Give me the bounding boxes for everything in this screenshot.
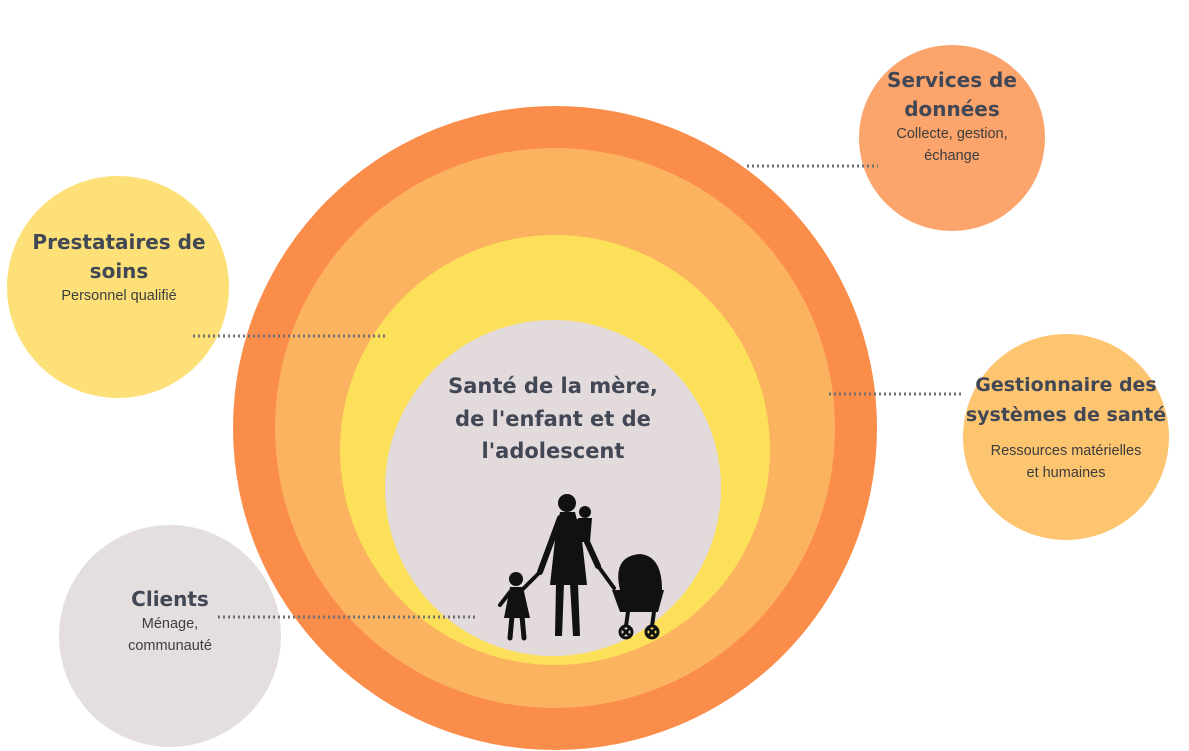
care-providers-title: Prestataires de soins (32, 230, 206, 283)
mother-children-stroller-silhouette-icon (498, 494, 664, 641)
care-providers-subtitle: Personnel qualifié (61, 288, 177, 304)
clients-label: Clients Ménage, communauté (80, 585, 260, 658)
data-services-label: Services de données Collecte, gestion, é… (862, 66, 1042, 168)
care-providers-label: Prestataires de soins Personnel qualifié (8, 228, 230, 308)
health-manager-title: Gestionnaire des systèmes de santé (965, 374, 1167, 427)
clients-subtitle: Ménage, communauté (128, 616, 212, 654)
clients-circle (59, 525, 281, 747)
health-manager-subtitle: Ressources matérielles et humaines (990, 442, 1142, 481)
health-manager-label: Gestionnaire des systèmes de santé Resso… (944, 370, 1188, 484)
data-services-subtitle: Collecte, gestion, échange (896, 126, 1008, 164)
center-label: Santé de la mère, de l'enfant et de l'ad… (433, 370, 673, 468)
center-title: Santé de la mère, de l'enfant et de l'ad… (448, 374, 658, 464)
care-providers-circle (7, 176, 229, 398)
clients-title: Clients (131, 587, 209, 611)
health-manager-circle (963, 334, 1169, 540)
data-services-circle (859, 45, 1045, 231)
data-services-title: Services de données (887, 68, 1017, 121)
